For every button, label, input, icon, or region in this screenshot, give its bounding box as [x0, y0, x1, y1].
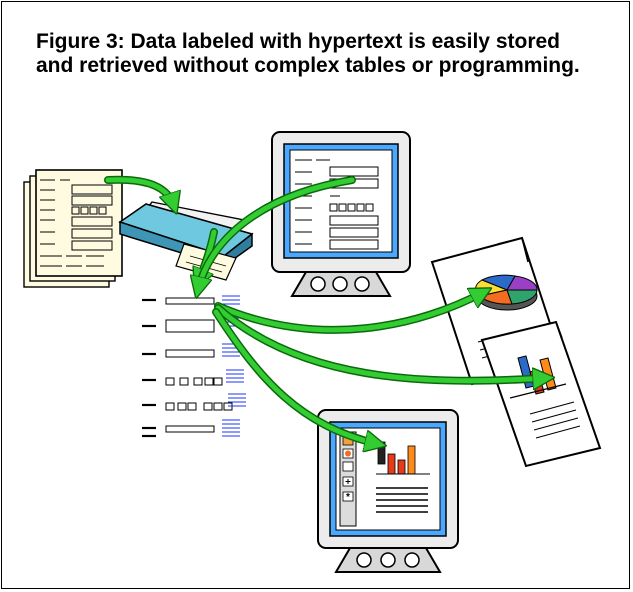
figure-caption: Figure 3: Data labeled with hypertext is… [36, 30, 580, 77]
paper-form-stack-icon [23, 169, 123, 288]
fax-scanner-icon [118, 201, 254, 281]
svg-text:*: * [346, 492, 350, 503]
computer-monitor-chart-icon: * [317, 409, 459, 573]
bar-chart-report-icon [480, 320, 602, 468]
flow-arrows [104, 175, 546, 444]
computer-monitor-form-icon [271, 131, 411, 297]
